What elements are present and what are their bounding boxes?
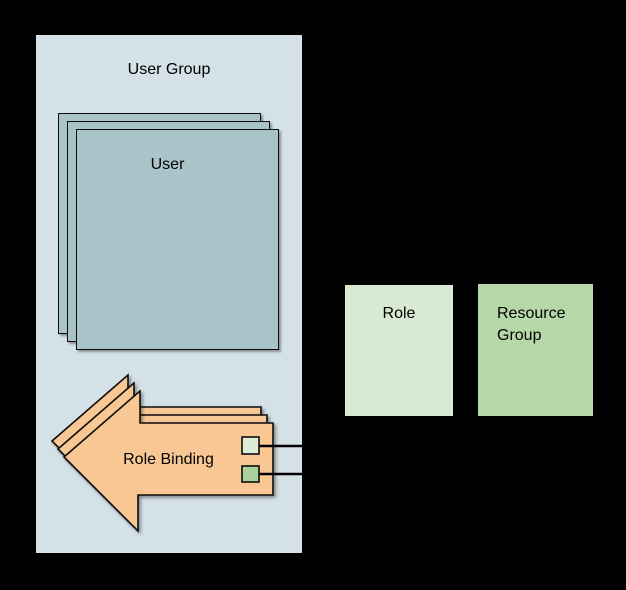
- resource-group-box: [478, 284, 593, 416]
- role-box: [345, 285, 453, 416]
- user-group-label: User Group: [127, 61, 211, 78]
- resource-group-label: Resource Group: [497, 305, 566, 344]
- role-label: Role: [382, 305, 416, 322]
- role-binding-label: Role Binding: [123, 451, 214, 468]
- user-label: User: [150, 156, 185, 173]
- user-card-front: [76, 129, 279, 350]
